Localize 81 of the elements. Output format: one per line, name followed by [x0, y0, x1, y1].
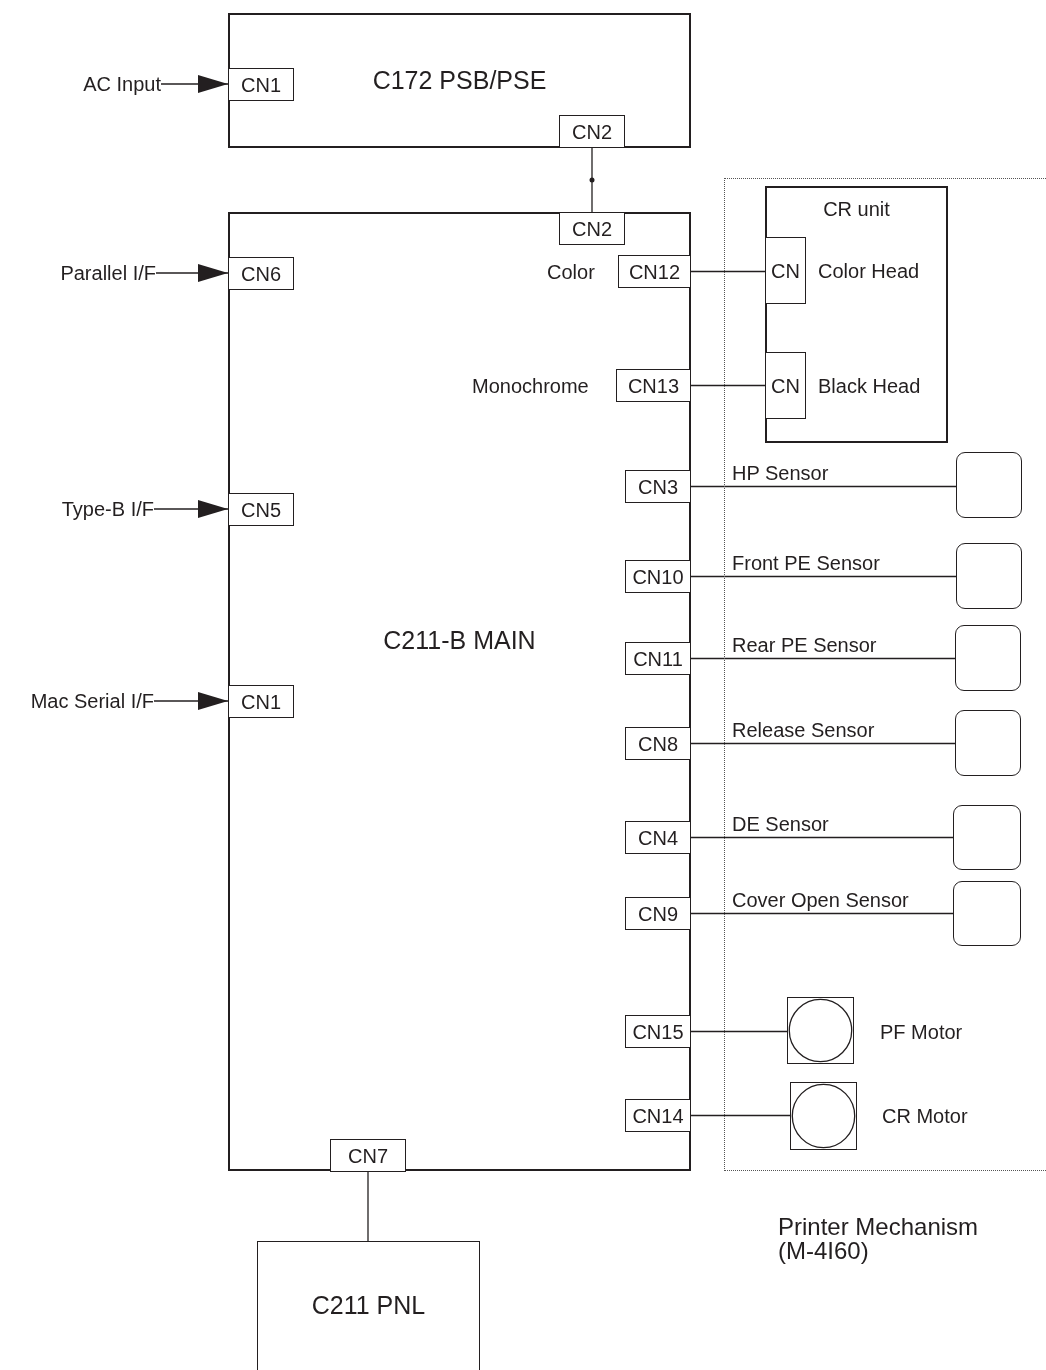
connector-box — [618, 255, 691, 288]
connector-box — [228, 257, 294, 290]
connector-box — [559, 212, 625, 245]
circuit-board-box — [228, 212, 691, 1171]
signal-label: Mac Serial I/F — [30, 690, 154, 712]
connector-name: CN1 — [241, 73, 281, 96]
connector-box — [625, 897, 691, 930]
connection-line — [690, 742, 956, 745]
sensor-box — [956, 452, 1022, 518]
connector-box — [330, 1139, 406, 1172]
connection-line — [690, 1114, 791, 1117]
connection-line — [690, 657, 956, 660]
unit-box — [765, 186, 948, 443]
signal-label: Type-B I/F — [61, 498, 154, 520]
connector-name: CN14 — [632, 1104, 684, 1127]
sensor-box — [955, 710, 1021, 776]
connector-box — [625, 642, 691, 675]
connection-line — [690, 485, 957, 488]
head-label: Black Head — [818, 375, 921, 397]
connector-box — [228, 493, 294, 526]
connector-name: CN2 — [572, 120, 612, 143]
motor-symbol — [787, 997, 854, 1064]
connector-box — [228, 685, 294, 718]
connector-name: CN7 — [348, 1144, 388, 1167]
motor-label: PF Motor — [880, 1021, 963, 1043]
board-name: C211 PNL — [311, 1292, 426, 1320]
connector-name: CN8 — [638, 732, 678, 755]
arrow — [155, 264, 229, 282]
sensor-box — [956, 543, 1022, 609]
connector-box — [765, 237, 806, 304]
connector-name: CN13 — [627, 374, 680, 397]
signal-label: AC Input — [83, 73, 161, 95]
connector-name: CN12 — [628, 260, 681, 283]
connector-name: CN3 — [638, 475, 678, 498]
connector-box — [625, 821, 691, 854]
connector-name: CN10 — [632, 565, 684, 588]
arrow — [153, 692, 229, 710]
connector-name: CN1 — [241, 690, 281, 713]
connector-box — [625, 1015, 691, 1048]
connector-box — [228, 68, 294, 101]
connector-box — [625, 470, 691, 503]
connector-box — [765, 352, 806, 419]
connection-line — [690, 836, 954, 839]
connector-name: CN — [771, 259, 800, 282]
connector-name: CN6 — [241, 262, 281, 285]
connector-name: CN5 — [241, 498, 281, 521]
connection-line — [367, 1171, 369, 1242]
connector-box — [625, 727, 691, 760]
motor-symbol — [790, 1082, 857, 1150]
connection-line — [591, 147, 593, 213]
connector-box — [616, 369, 691, 402]
connector-caption: Monochrome — [472, 375, 589, 397]
connector-name: CN11 — [633, 647, 683, 670]
connection-line — [690, 575, 957, 578]
mechanism-title: Printer Mechanism (M-4I60) — [778, 1215, 980, 1263]
connection-line — [690, 384, 766, 387]
head-label: Color Head — [818, 260, 920, 282]
connector-name: CN15 — [632, 1020, 684, 1043]
arrow — [160, 75, 229, 93]
sensor-box — [955, 625, 1021, 691]
connector-box — [559, 115, 625, 148]
arrow — [153, 500, 229, 518]
connector-box — [625, 1099, 691, 1132]
sensor-box — [953, 881, 1021, 946]
circuit-board-box — [228, 13, 691, 148]
motor-label: CR Motor — [882, 1105, 968, 1127]
connector-name: CN — [771, 374, 800, 397]
panel-board-box — [257, 1241, 480, 1370]
connection-line — [690, 270, 766, 273]
connection-line — [690, 912, 954, 915]
connection-line — [690, 1030, 788, 1033]
connector-name: CN9 — [638, 902, 678, 925]
sensor-box — [953, 805, 1021, 870]
connector-box — [625, 560, 691, 593]
connector-caption: Color — [547, 261, 595, 283]
unit-title: CR unit — [823, 198, 890, 220]
connector-name: CN2 — [572, 217, 612, 240]
board-name: C211-B MAIN — [383, 627, 536, 655]
signal-label: Parallel I/F — [60, 262, 156, 284]
board-name: C172 PSB/PSE — [372, 67, 547, 95]
connector-name: CN4 — [638, 826, 678, 849]
